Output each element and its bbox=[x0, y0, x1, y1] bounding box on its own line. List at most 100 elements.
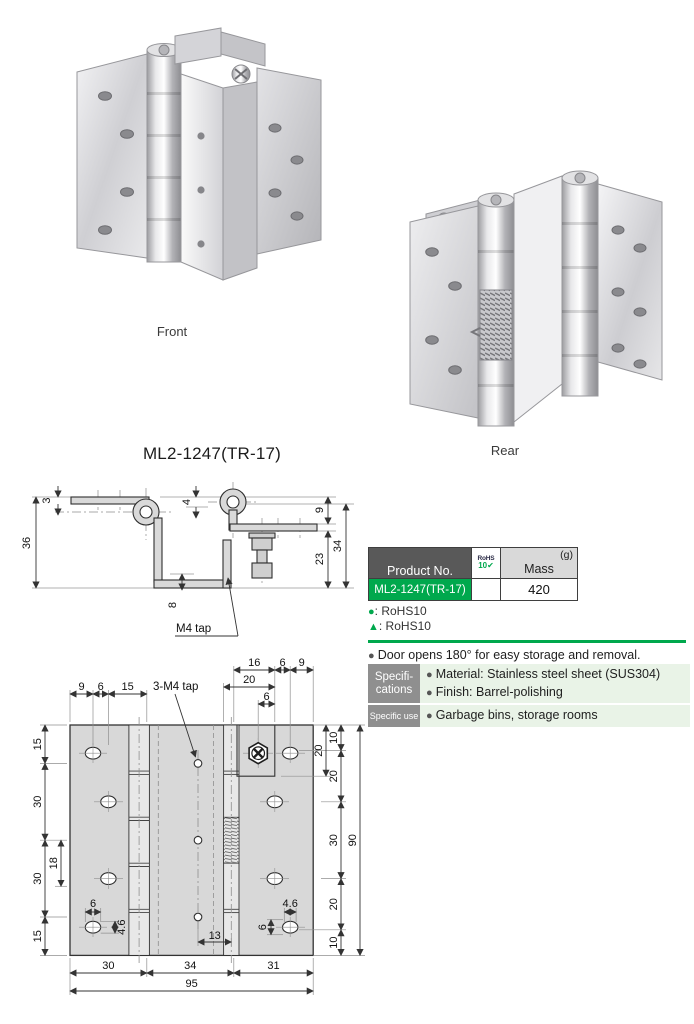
spec-item-text: Garbage bins, storage rooms bbox=[435, 708, 598, 722]
cell-product-no: ML2-1247(TR-17) bbox=[368, 578, 472, 601]
dim-label: 95 bbox=[185, 978, 197, 990]
knuckle-joint bbox=[562, 310, 598, 313]
legend-item: ●: RoHS10 bbox=[368, 605, 690, 619]
rohs-check-icon: ✔ bbox=[487, 561, 494, 570]
dim-label: 13 bbox=[209, 930, 221, 942]
dim-label: 9 bbox=[299, 657, 305, 669]
rohs-legend: ●: RoHS10 ▲: RoHS10 bbox=[368, 605, 690, 634]
spec-label: Specifi- cations bbox=[368, 664, 420, 703]
screw-hole bbox=[197, 132, 205, 140]
dim-label: 20 bbox=[313, 744, 325, 756]
product-info-column: Product No. RoHS 10✔ (g) Mass ML2-1247(T… bbox=[368, 547, 690, 727]
feature-line: ● Door opens 180° for easy storage and r… bbox=[368, 648, 690, 662]
dim-label: 18 bbox=[48, 857, 60, 869]
col-header-mass: (g) Mass bbox=[500, 547, 578, 579]
rear-right-plate bbox=[597, 183, 663, 381]
dim-label: 10 bbox=[328, 732, 340, 744]
dim-flag-top: 9 bbox=[314, 507, 326, 513]
dim-label: 30 bbox=[328, 834, 340, 846]
screw-hole bbox=[425, 335, 439, 345]
plan-view-svg: 9 6 15 3-M4 tap 16 6 9 20 6 20 10 20 30 … bbox=[32, 657, 365, 995]
side-view-drawing: 3 36 4 8 9 23 34 M4 tap bbox=[10, 448, 360, 653]
table-row: ML2-1247(TR-17) 420 bbox=[368, 578, 578, 601]
dim-label: 16 bbox=[248, 657, 260, 669]
screw-hole bbox=[633, 307, 647, 317]
screw-hole bbox=[448, 281, 462, 291]
dim-label: 6 bbox=[90, 898, 96, 910]
dimension-lines bbox=[32, 486, 350, 637]
knuckle-joint bbox=[478, 384, 514, 387]
screw-hole bbox=[290, 155, 304, 165]
dim-label: 15 bbox=[32, 930, 44, 942]
bullet-icon: ● bbox=[426, 686, 436, 699]
dim-label: 6 bbox=[257, 924, 269, 930]
col-header-rohs: RoHS 10✔ bbox=[471, 547, 501, 579]
dim-label: 90 bbox=[347, 834, 359, 846]
front-center-channel bbox=[180, 73, 224, 281]
side-view-title: ML2-1247(TR-17) bbox=[142, 444, 282, 463]
rear-center-plate bbox=[513, 175, 563, 424]
front-left-plate bbox=[76, 53, 148, 259]
extension-lines bbox=[32, 496, 354, 589]
top-clamp-arm bbox=[220, 31, 266, 67]
front-channel-side bbox=[222, 81, 258, 281]
knuckle-joint bbox=[478, 250, 514, 253]
screw-hole bbox=[98, 91, 112, 101]
dim-label: 30 bbox=[102, 960, 114, 972]
cell-rohs bbox=[471, 578, 501, 601]
front-photo-label: Front bbox=[156, 324, 188, 339]
screw-hole bbox=[611, 287, 625, 297]
plan-view-drawing: 9 6 15 3-M4 tap 16 6 9 20 6 20 10 20 30 … bbox=[15, 650, 435, 1024]
spec-item-text: Finish: Barrel-polishing bbox=[435, 684, 563, 699]
bullet-icon: ● bbox=[426, 669, 436, 681]
pivot-pin bbox=[226, 495, 240, 509]
dim-label: 6 bbox=[98, 681, 104, 693]
torsion-spring bbox=[479, 289, 513, 361]
dim-label: 6 bbox=[279, 657, 285, 669]
dim-label: 20 bbox=[243, 674, 255, 686]
dim-label: 10 bbox=[328, 936, 340, 948]
rear-left-plate bbox=[409, 205, 479, 419]
product-table: Product No. RoHS 10✔ (g) Mass ML2-1247(T… bbox=[368, 547, 578, 601]
dim-label: 20 bbox=[328, 770, 340, 782]
dim-label: 30 bbox=[32, 872, 44, 884]
screw-hole bbox=[268, 123, 282, 133]
screw-hole bbox=[611, 343, 625, 353]
dim-label: 4.6 bbox=[283, 898, 298, 910]
dim-label: 31 bbox=[267, 960, 279, 972]
screw-hole bbox=[197, 240, 205, 248]
dim-bottom: 8 bbox=[167, 602, 179, 608]
legend-label: : RoHS10 bbox=[374, 604, 427, 618]
screw-hole bbox=[633, 243, 647, 253]
m4-tap-note: M4 tap bbox=[176, 623, 211, 635]
dim-label: 15 bbox=[121, 681, 133, 693]
flag-plate-outline bbox=[236, 725, 276, 777]
knuckle-joint bbox=[562, 266, 598, 269]
knuckle-joint bbox=[562, 354, 598, 357]
bullet-icon: ● bbox=[426, 710, 436, 722]
col-header-product: Product No. bbox=[368, 547, 472, 579]
legend-label: : RoHS10 bbox=[378, 619, 431, 633]
mass-word: Mass bbox=[524, 561, 554, 576]
screw-hole bbox=[120, 187, 134, 197]
dim-label: 4.6 bbox=[116, 920, 128, 935]
hinge-pin bbox=[490, 194, 502, 206]
spec-row-specifications: Specifi- cations ● Material: Stainless s… bbox=[368, 664, 690, 703]
rear-right-barrel bbox=[561, 177, 599, 397]
rear-hinge-illustration bbox=[409, 170, 663, 427]
dim-label: 30 bbox=[32, 796, 44, 808]
front-photo bbox=[25, 8, 325, 318]
spring-hook bbox=[469, 327, 481, 337]
dim-label: 6 bbox=[263, 691, 269, 703]
knuckle-joints bbox=[147, 92, 181, 221]
feature-text: Door opens 180° for easy storage and rem… bbox=[377, 648, 641, 662]
green-divider bbox=[368, 640, 686, 643]
hinge-profile bbox=[70, 488, 318, 589]
top-clamp-bracket bbox=[174, 27, 222, 65]
screw-hole bbox=[197, 186, 205, 194]
front-right-plate bbox=[256, 67, 322, 255]
screw-hole bbox=[611, 225, 625, 235]
mass-unit: (g) bbox=[560, 549, 573, 561]
screw-hole bbox=[98, 225, 112, 235]
